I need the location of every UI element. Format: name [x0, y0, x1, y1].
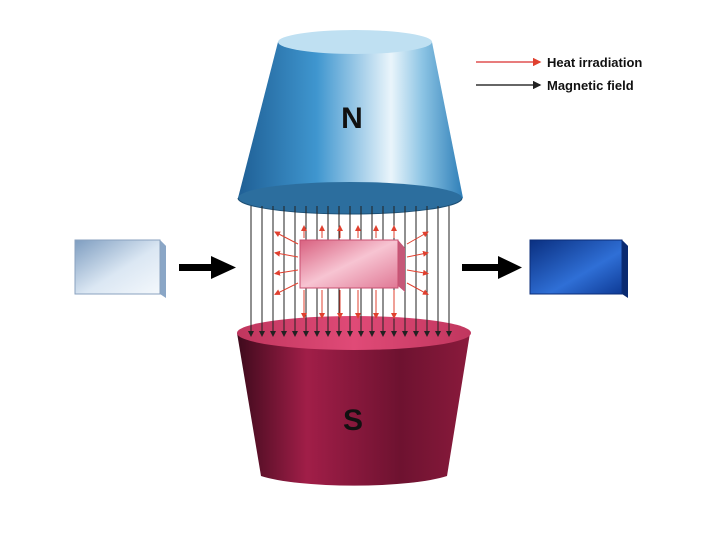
legend-field-label: Magnetic field	[547, 78, 634, 93]
heat-arrow	[406, 231, 429, 245]
heat-irradiation-arrows	[274, 225, 429, 319]
legend: Heat irradiation Magnetic field	[476, 55, 642, 93]
process-arrow-out	[462, 256, 522, 279]
output-sample	[529, 239, 628, 298]
south-pole-label: S	[343, 404, 363, 437]
heat-arrow	[274, 269, 299, 276]
process-arrow-in	[179, 256, 236, 279]
heated-sample	[299, 239, 405, 292]
heat-arrow	[274, 282, 299, 295]
legend-heat-item: Heat irradiation	[476, 55, 642, 70]
heat-arrow	[406, 282, 429, 295]
legend-heat-label: Heat irradiation	[547, 55, 642, 70]
heat-arrow	[406, 269, 429, 276]
heat-arrow	[406, 250, 429, 258]
north-pole-label: N	[341, 102, 363, 135]
legend-field-item: Magnetic field	[476, 78, 634, 93]
south-magnet: S	[237, 316, 471, 486]
heat-arrow	[274, 250, 299, 258]
input-sample	[74, 239, 166, 298]
heat-arrow	[274, 231, 299, 245]
north-magnet: N	[237, 30, 463, 215]
